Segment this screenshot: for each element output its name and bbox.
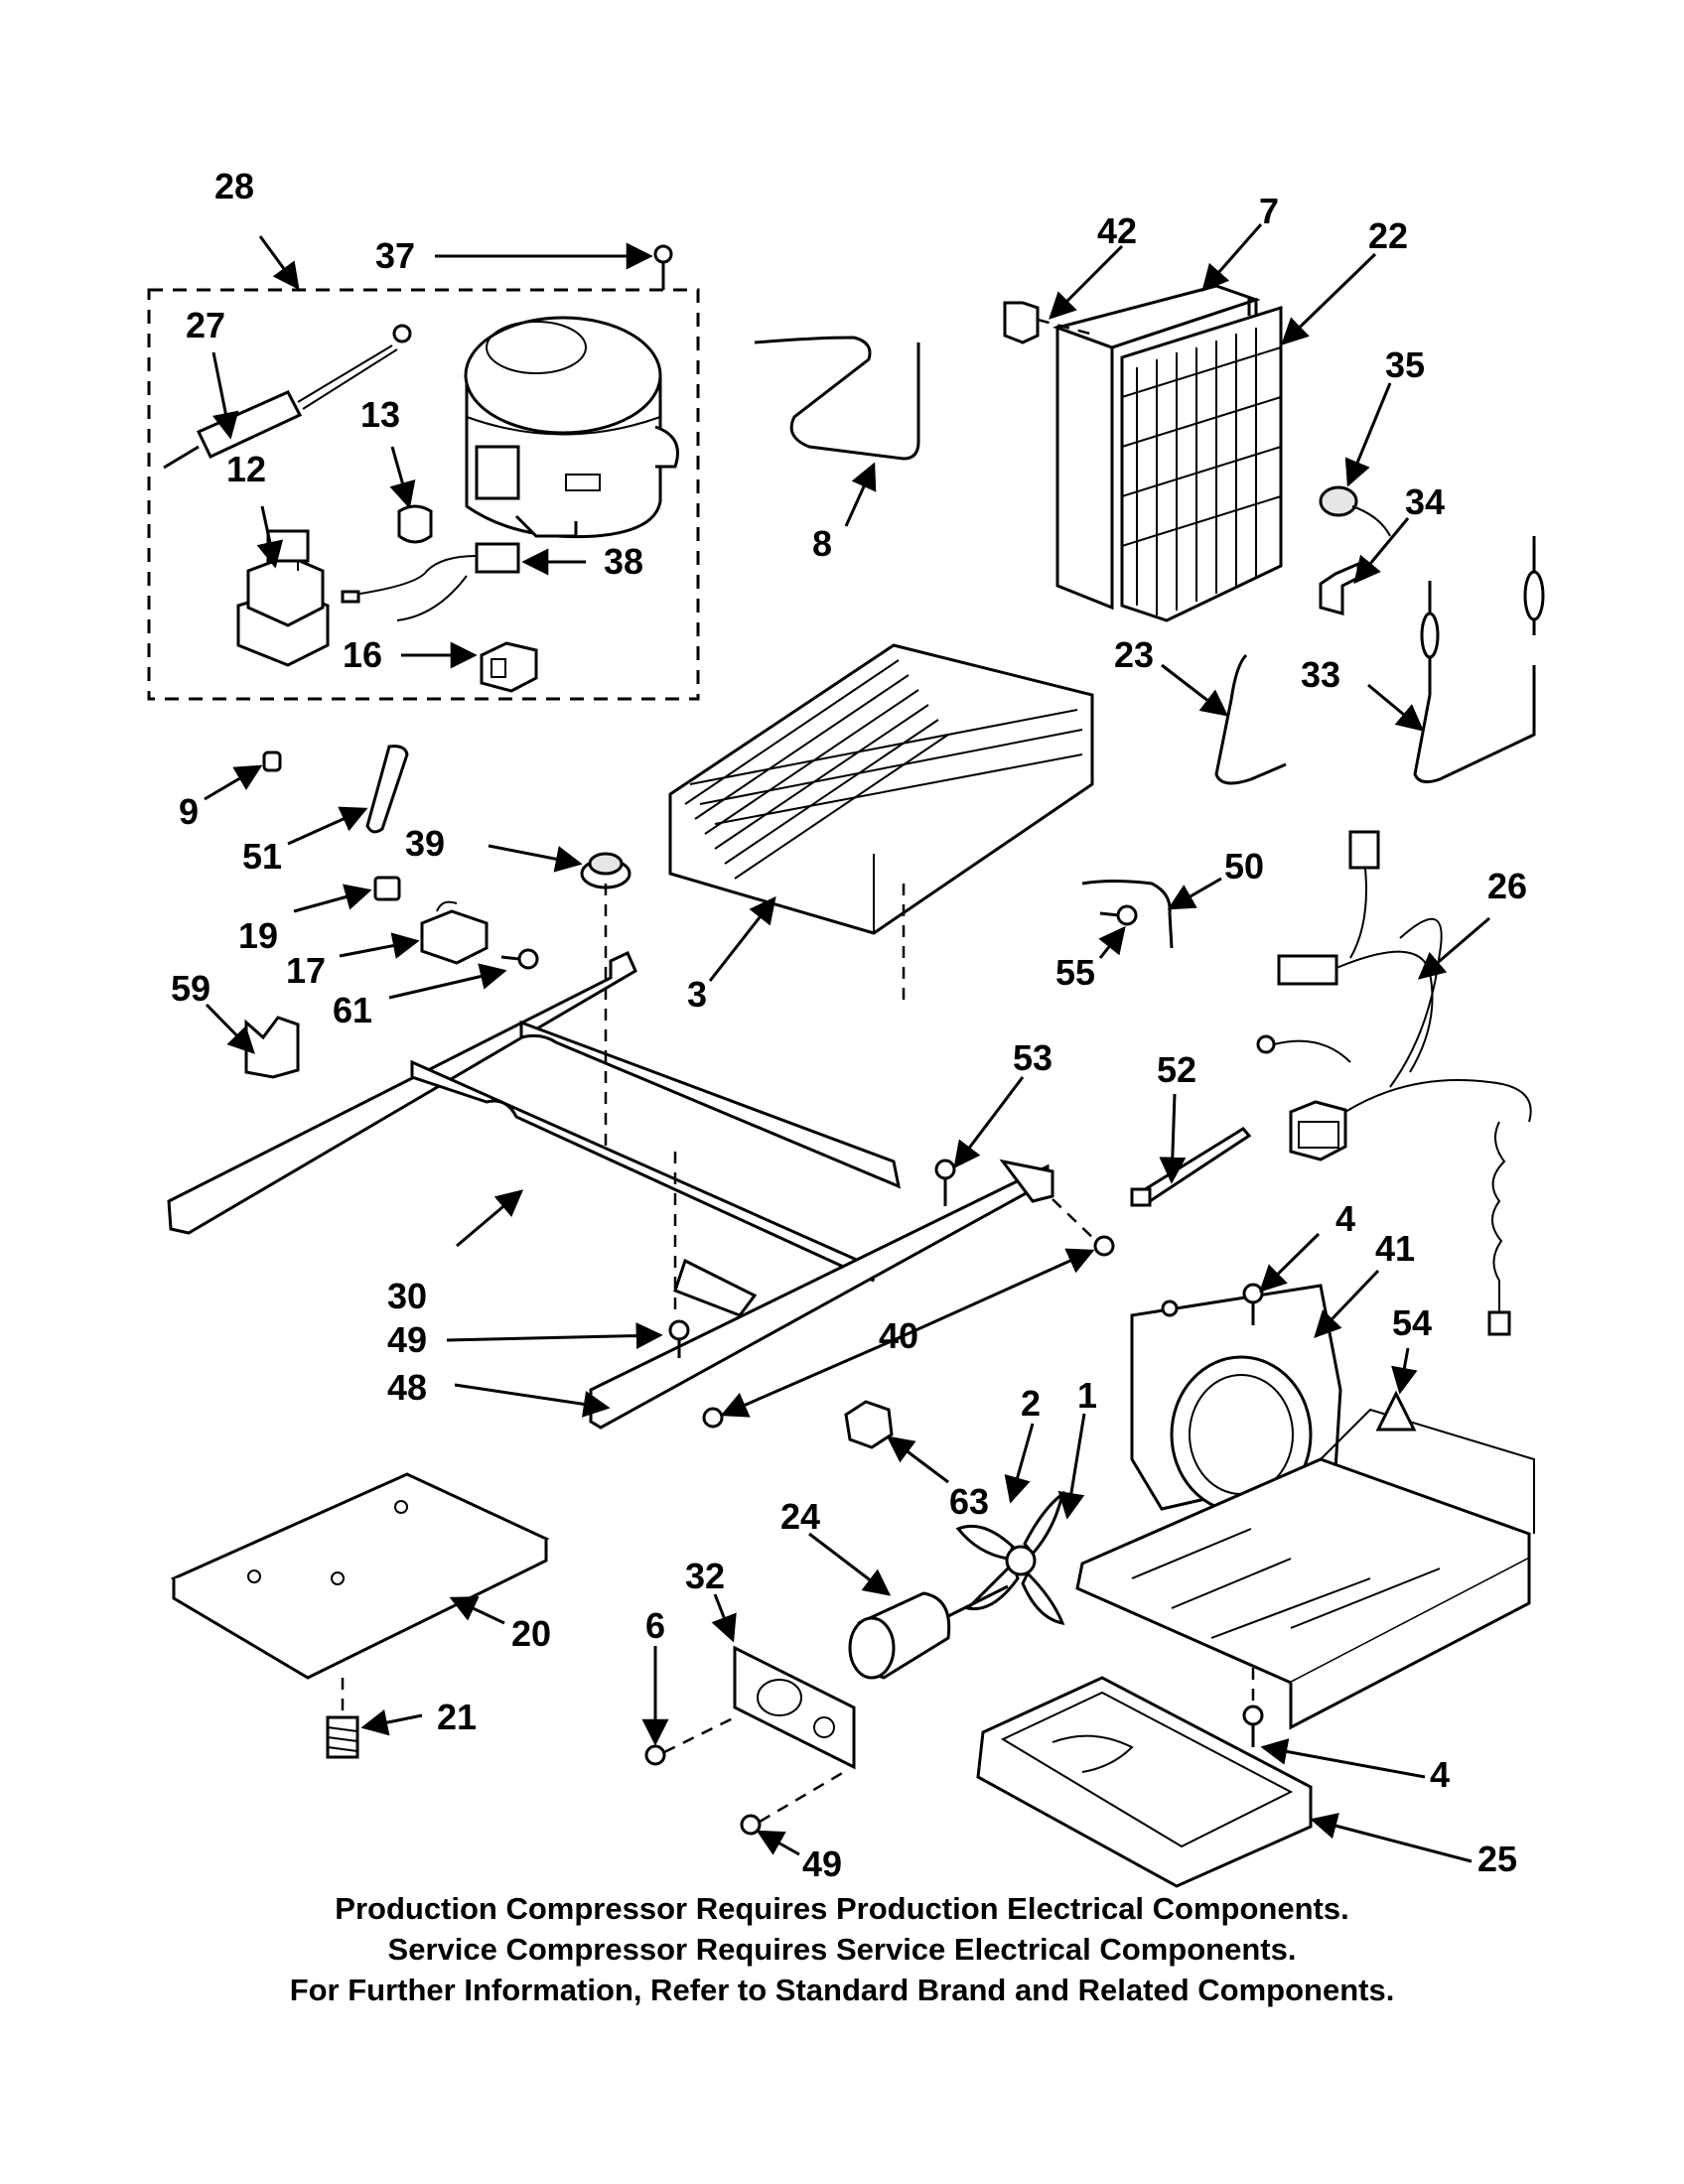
callout-28: 28 (214, 166, 254, 206)
clip-59-icon (244, 1016, 300, 1079)
callout-17: 17 (286, 950, 326, 991)
clip-13-icon (397, 504, 433, 544)
screw-55-icon (1099, 904, 1138, 926)
plate-20-icon (170, 1472, 550, 1680)
tube-8-icon (754, 336, 920, 461)
callout-38: 38 (604, 541, 643, 582)
callout-21: 21 (437, 1697, 477, 1737)
base-frame-30-icon (167, 884, 902, 1317)
callout-37: 37 (375, 235, 415, 276)
screw-49b-icon (740, 1770, 845, 1836)
cable-tie-52-icon (1139, 1127, 1252, 1204)
wire-harness-26-icon (1256, 830, 1532, 1336)
callout-54: 54 (1392, 1302, 1432, 1343)
callout-9: 9 (179, 791, 199, 832)
shroud-41-icon (1130, 1284, 1342, 1514)
capacitor-27-icon (163, 324, 412, 470)
drier-33-icon (1413, 536, 1545, 784)
screw-4b-icon (1242, 1668, 1264, 1747)
screw-4a-icon (1242, 1283, 1264, 1325)
screw-40-icon (702, 1198, 1115, 1429)
thermostat-35-icon (1319, 485, 1391, 537)
relay-12-icon (236, 529, 330, 667)
screw-53-icon (934, 1159, 956, 1206)
footer-note-2: Service Compressor Requires Service Elec… (387, 1932, 1297, 1967)
callout-51: 51 (242, 836, 282, 877)
wire-hook-23-icon (1214, 653, 1287, 785)
callout-49b: 49 (802, 1843, 842, 1884)
callout-1: 1 (1077, 1375, 1097, 1416)
callout-27: 27 (186, 305, 225, 345)
callout-12: 12 (226, 449, 266, 489)
callout-41: 41 (1375, 1228, 1415, 1269)
bracket-34-icon (1319, 561, 1360, 615)
callout-63: 63 (949, 1481, 989, 1522)
fan-motor-24-icon (848, 1584, 1009, 1680)
callout-55: 55 (1055, 952, 1095, 993)
leader-lines (204, 223, 1490, 1863)
connector-38-icon (341, 542, 520, 621)
grommet-39-icon (580, 852, 632, 889)
crossmember-48-icon (589, 1159, 1054, 1430)
callout-35: 35 (1385, 344, 1425, 385)
callout-24: 24 (780, 1496, 820, 1537)
callout-30: 30 (387, 1276, 427, 1316)
callout-3: 3 (687, 974, 707, 1015)
compressor-kit-boundary (147, 288, 700, 701)
callout-4b: 4 (1430, 1754, 1450, 1795)
wire-nut-54-icon (1375, 1390, 1417, 1432)
compressor-icon (464, 316, 679, 539)
callout-22: 22 (1368, 215, 1408, 256)
callout-50: 50 (1224, 846, 1264, 887)
callout-23: 23 (1114, 634, 1154, 675)
motor-bracket-32-icon (733, 1645, 856, 1770)
evaporator-7-icon (1052, 284, 1261, 611)
callout-53: 53 (1013, 1037, 1052, 1078)
callout-4a: 4 (1335, 1198, 1355, 1239)
tube-51-icon (365, 745, 409, 834)
nut-63-icon (844, 1400, 894, 1449)
screw-61-icon (500, 948, 539, 970)
clip-42-icon (1003, 301, 1040, 344)
callout-2: 2 (1021, 1383, 1041, 1424)
evaporator-coil-22-icon (1120, 298, 1283, 622)
callout-labels: 28 37 27 13 12 38 16 9 51 39 19 17 61 59… (171, 166, 1527, 1884)
spring-21-icon (326, 1678, 359, 1759)
callout-13: 13 (360, 394, 400, 435)
footer-note-3: For Further Information, Refer to Standa… (289, 1973, 1395, 2007)
callout-48: 48 (387, 1367, 427, 1408)
footer-notes: Production Compressor Requires Productio… (0, 1888, 1684, 2010)
screw-6-icon (644, 1715, 736, 1766)
callout-40: 40 (879, 1315, 918, 1356)
callout-6: 6 (645, 1605, 665, 1646)
callout-16: 16 (343, 634, 382, 675)
callout-39: 39 (405, 823, 445, 864)
callout-33: 33 (1301, 654, 1340, 695)
callout-25: 25 (1477, 1839, 1517, 1879)
callout-42: 42 (1097, 210, 1137, 251)
callout-8: 8 (812, 523, 832, 564)
callout-61: 61 (333, 990, 372, 1030)
screw-37-icon (653, 244, 673, 290)
callout-7: 7 (1259, 191, 1279, 231)
screw-49a-icon (668, 1319, 690, 1358)
callout-19: 19 (238, 915, 278, 956)
fan-blade-2-icon (955, 1490, 1065, 1626)
callout-34: 34 (1405, 481, 1445, 522)
callout-32: 32 (685, 1556, 725, 1596)
cap-9-icon (262, 751, 282, 772)
callout-20: 20 (511, 1613, 551, 1654)
base-pan-1-icon (1075, 1408, 1535, 1730)
condenser-coil-3-icon (668, 643, 1094, 1003)
footer-note-1: Production Compressor Requires Productio… (335, 1891, 1349, 1926)
callout-59: 59 (171, 968, 210, 1009)
callout-52: 52 (1157, 1049, 1196, 1090)
fuse-19-icon (373, 876, 401, 901)
box-16-icon (480, 641, 538, 693)
callout-49a: 49 (387, 1319, 427, 1360)
callout-26: 26 (1487, 866, 1527, 906)
switch-17-icon (420, 900, 489, 965)
